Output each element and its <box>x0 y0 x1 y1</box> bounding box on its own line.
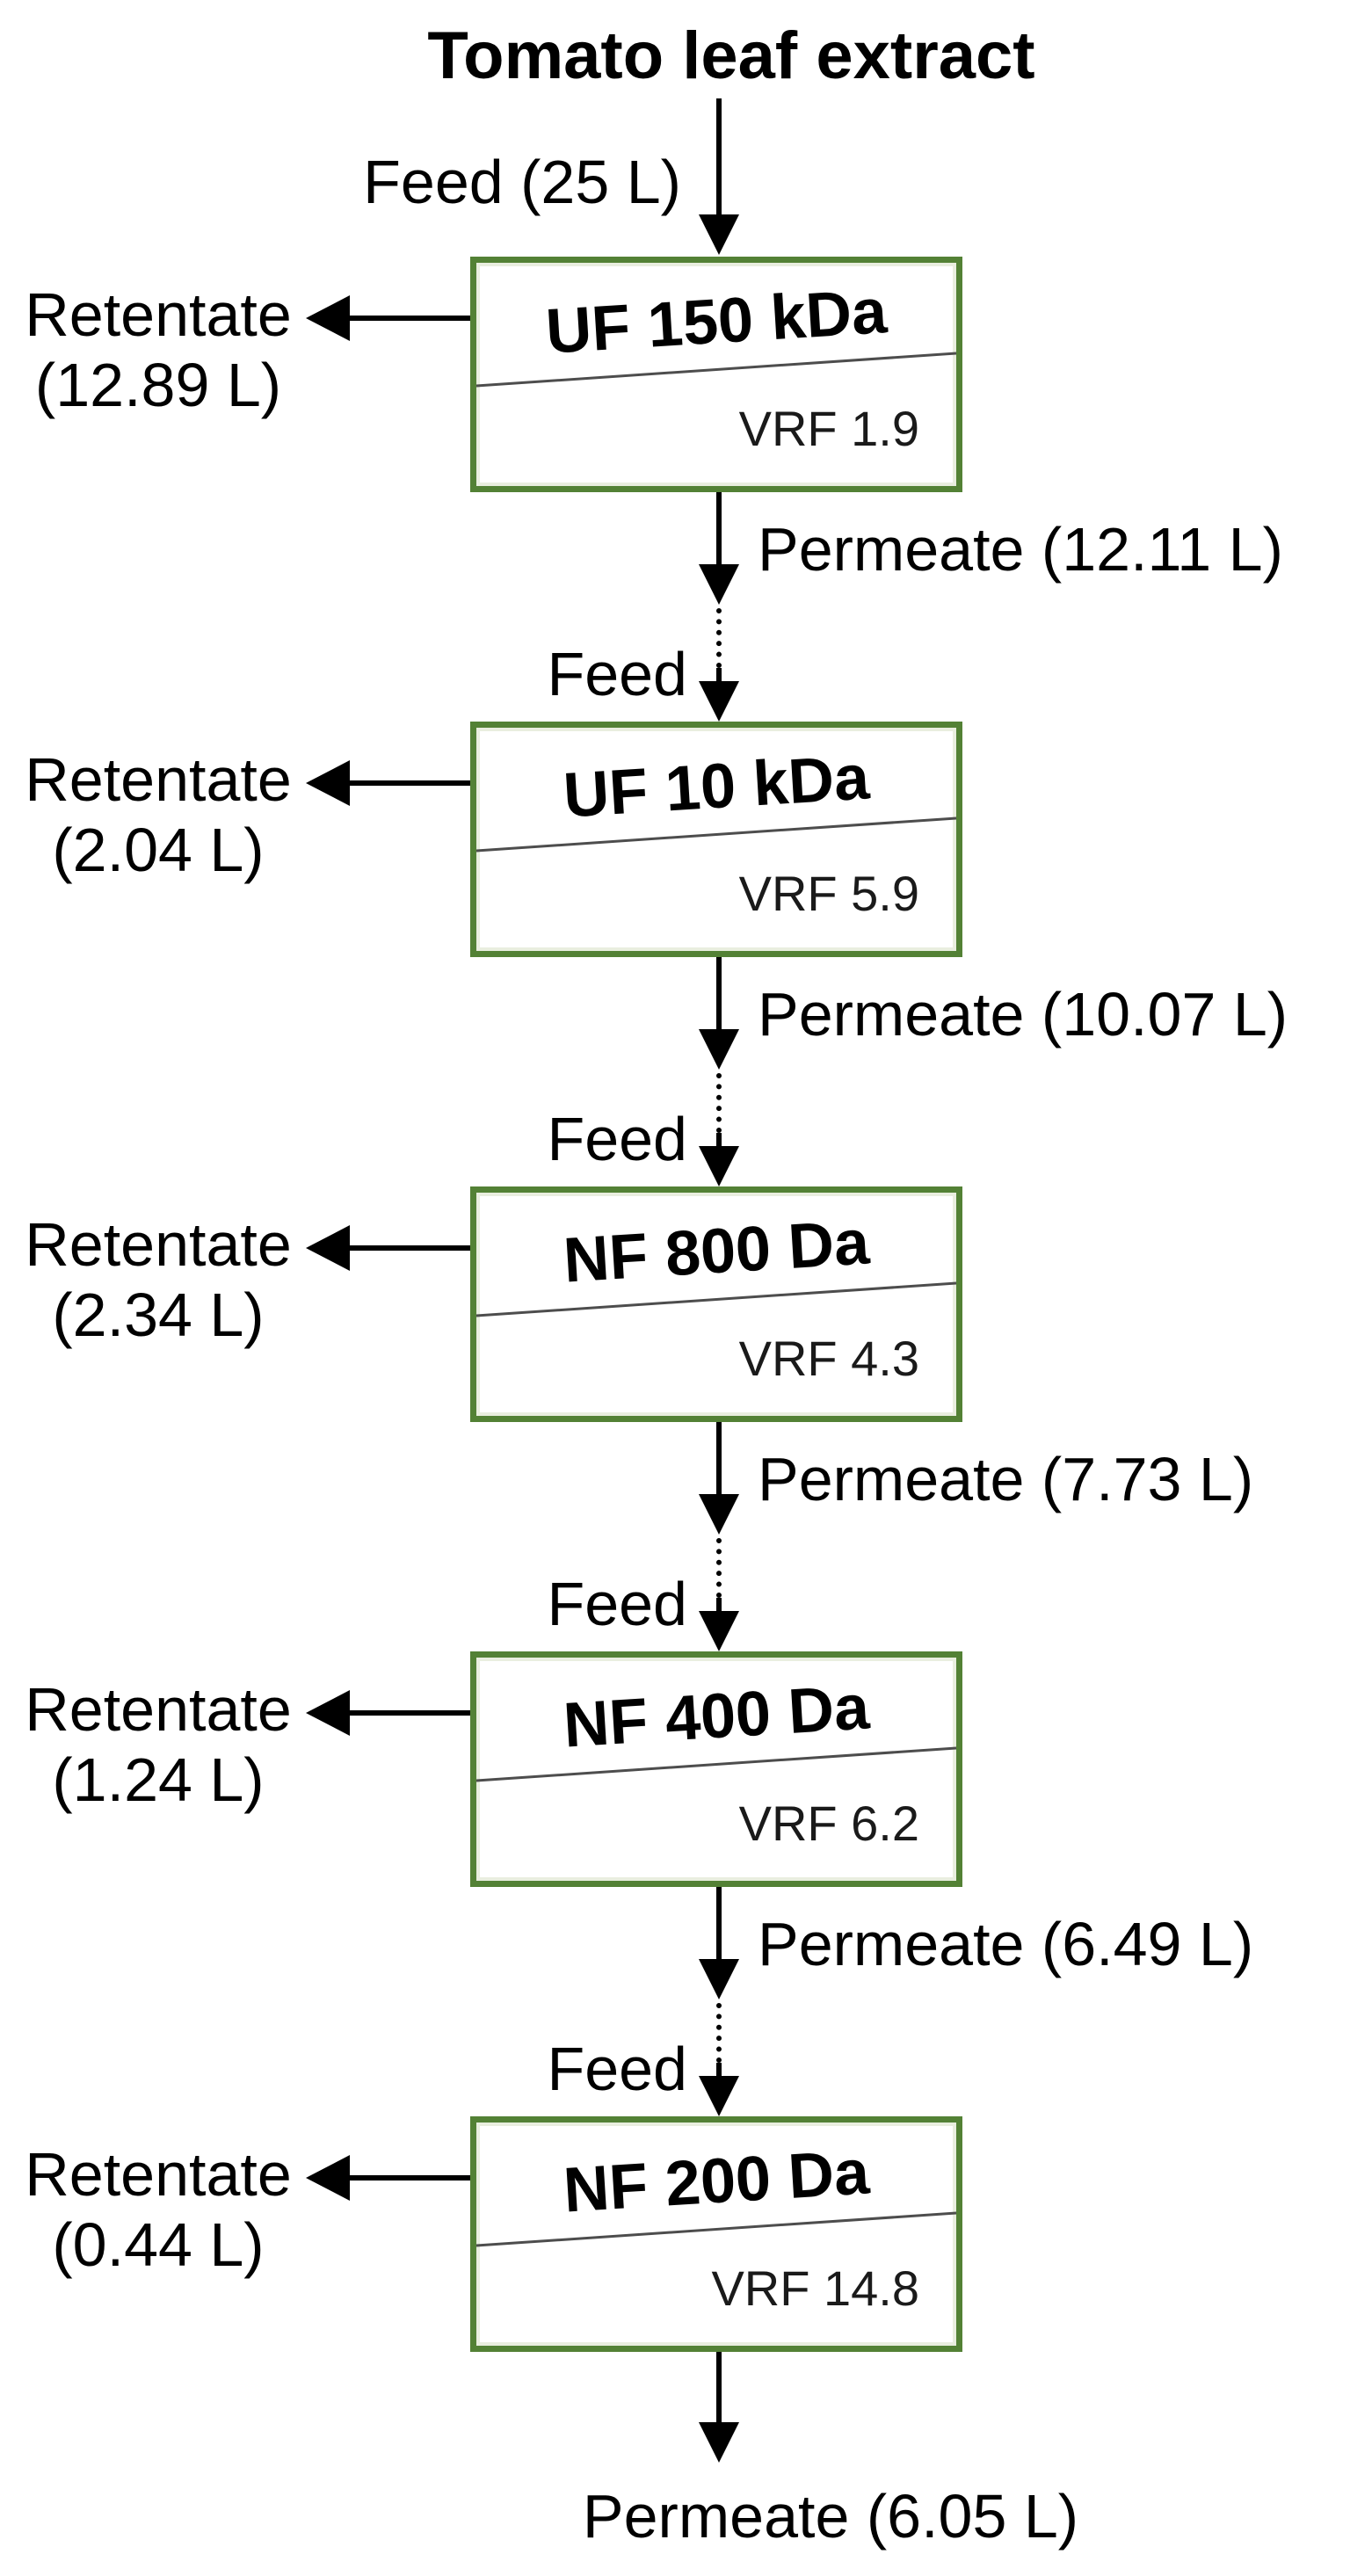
arrow-down-icon <box>699 681 739 722</box>
vrf-label: VRF 1.9 <box>738 401 919 456</box>
retentate-line <box>347 2175 470 2181</box>
arrow-down-icon <box>699 214 739 255</box>
divider-line <box>476 2211 956 2247</box>
stage-box: NF 800 Da VRF 4.3 <box>470 1186 962 1422</box>
stage-box: NF 200 Da VRF 14.8 <box>470 2116 962 2352</box>
arrow-left-icon <box>306 1690 350 1736</box>
retentate-volume: (2.34 L) <box>52 1281 265 1349</box>
arrow-down-icon <box>699 1146 739 1186</box>
arrow-down-icon <box>699 1959 739 1999</box>
feed-label: Feed <box>547 1105 687 1173</box>
arrow-down-icon <box>699 2076 739 2116</box>
permeate-line <box>716 1422 722 1496</box>
feed-label: Feed <box>547 2035 687 2103</box>
divider-line <box>476 1281 956 1317</box>
dotted-line <box>716 1538 722 1598</box>
retentate-line <box>347 1245 470 1251</box>
retentate-volume: (12.89 L) <box>34 351 282 419</box>
feed-label: Feed <box>547 1570 687 1638</box>
dotted-line <box>716 608 722 668</box>
retentate-label: Retentate (12.89 L) <box>11 279 306 420</box>
arrow-down-icon <box>699 1494 739 1535</box>
retentate-word: Retentate <box>25 1675 292 1744</box>
vrf-label: VRF 4.3 <box>738 1331 919 1386</box>
vrf-label: VRF 6.2 <box>738 1796 919 1851</box>
feed-line <box>716 1133 722 1156</box>
arrow-down-icon <box>699 564 739 605</box>
feed-line <box>716 98 722 216</box>
divider-line <box>476 816 956 853</box>
dotted-line <box>716 2003 722 2063</box>
arrow-left-icon <box>306 2155 350 2201</box>
permeate-line <box>716 1887 722 1961</box>
stage-box: UF 10 kDa VRF 5.9 <box>470 722 962 957</box>
permeate-label: Permeate (6.05 L) <box>582 2482 1079 2551</box>
divider-line <box>476 352 956 388</box>
permeate-label: Permeate (7.73 L) <box>758 1445 1254 1513</box>
retentate-volume: (0.44 L) <box>52 2210 265 2279</box>
permeate-label: Permeate (10.07 L) <box>758 980 1288 1049</box>
retentate-volume: (2.04 L) <box>52 816 265 884</box>
retentate-label: Retentate (2.04 L) <box>11 744 306 885</box>
feed-label: Feed <box>547 640 687 708</box>
arrow-down-icon <box>699 2422 739 2463</box>
feed-label: Feed (25 L) <box>363 148 681 216</box>
feed-line <box>716 2063 722 2086</box>
arrow-left-icon <box>306 760 350 806</box>
dotted-line <box>716 1073 722 1133</box>
permeate-label: Permeate (6.49 L) <box>758 1910 1254 1978</box>
stage-box: NF 400 Da VRF 6.2 <box>470 1651 962 1887</box>
permeate-line <box>716 957 722 1031</box>
arrow-down-icon <box>699 1029 739 1070</box>
retentate-word: Retentate <box>25 2140 292 2209</box>
feed-line <box>716 1598 722 1621</box>
retentate-word: Retentate <box>25 280 292 349</box>
arrow-down-icon <box>699 1611 739 1651</box>
permeate-line <box>716 2352 722 2424</box>
feed-line <box>716 668 722 691</box>
retentate-label: Retentate (1.24 L) <box>11 1674 306 1815</box>
arrow-left-icon <box>306 295 350 341</box>
retentate-volume: (1.24 L) <box>52 1745 265 1814</box>
retentate-line <box>347 780 470 786</box>
retentate-word: Retentate <box>25 1210 292 1279</box>
arrow-left-icon <box>306 1225 350 1271</box>
retentate-label: Retentate (0.44 L) <box>11 2139 306 2280</box>
stage-box: UF 150 kDa VRF 1.9 <box>470 257 962 492</box>
permeate-line <box>716 492 722 566</box>
diagram-title: Tomato leaf extract <box>427 18 1035 93</box>
retentate-line <box>347 1710 470 1716</box>
divider-line <box>476 1746 956 1782</box>
permeate-label: Permeate (12.11 L) <box>758 515 1283 584</box>
vrf-label: VRF 5.9 <box>738 866 919 921</box>
retentate-label: Retentate (2.34 L) <box>11 1209 306 1350</box>
retentate-word: Retentate <box>25 745 292 814</box>
vrf-label: VRF 14.8 <box>711 2260 919 2316</box>
retentate-line <box>347 316 470 321</box>
